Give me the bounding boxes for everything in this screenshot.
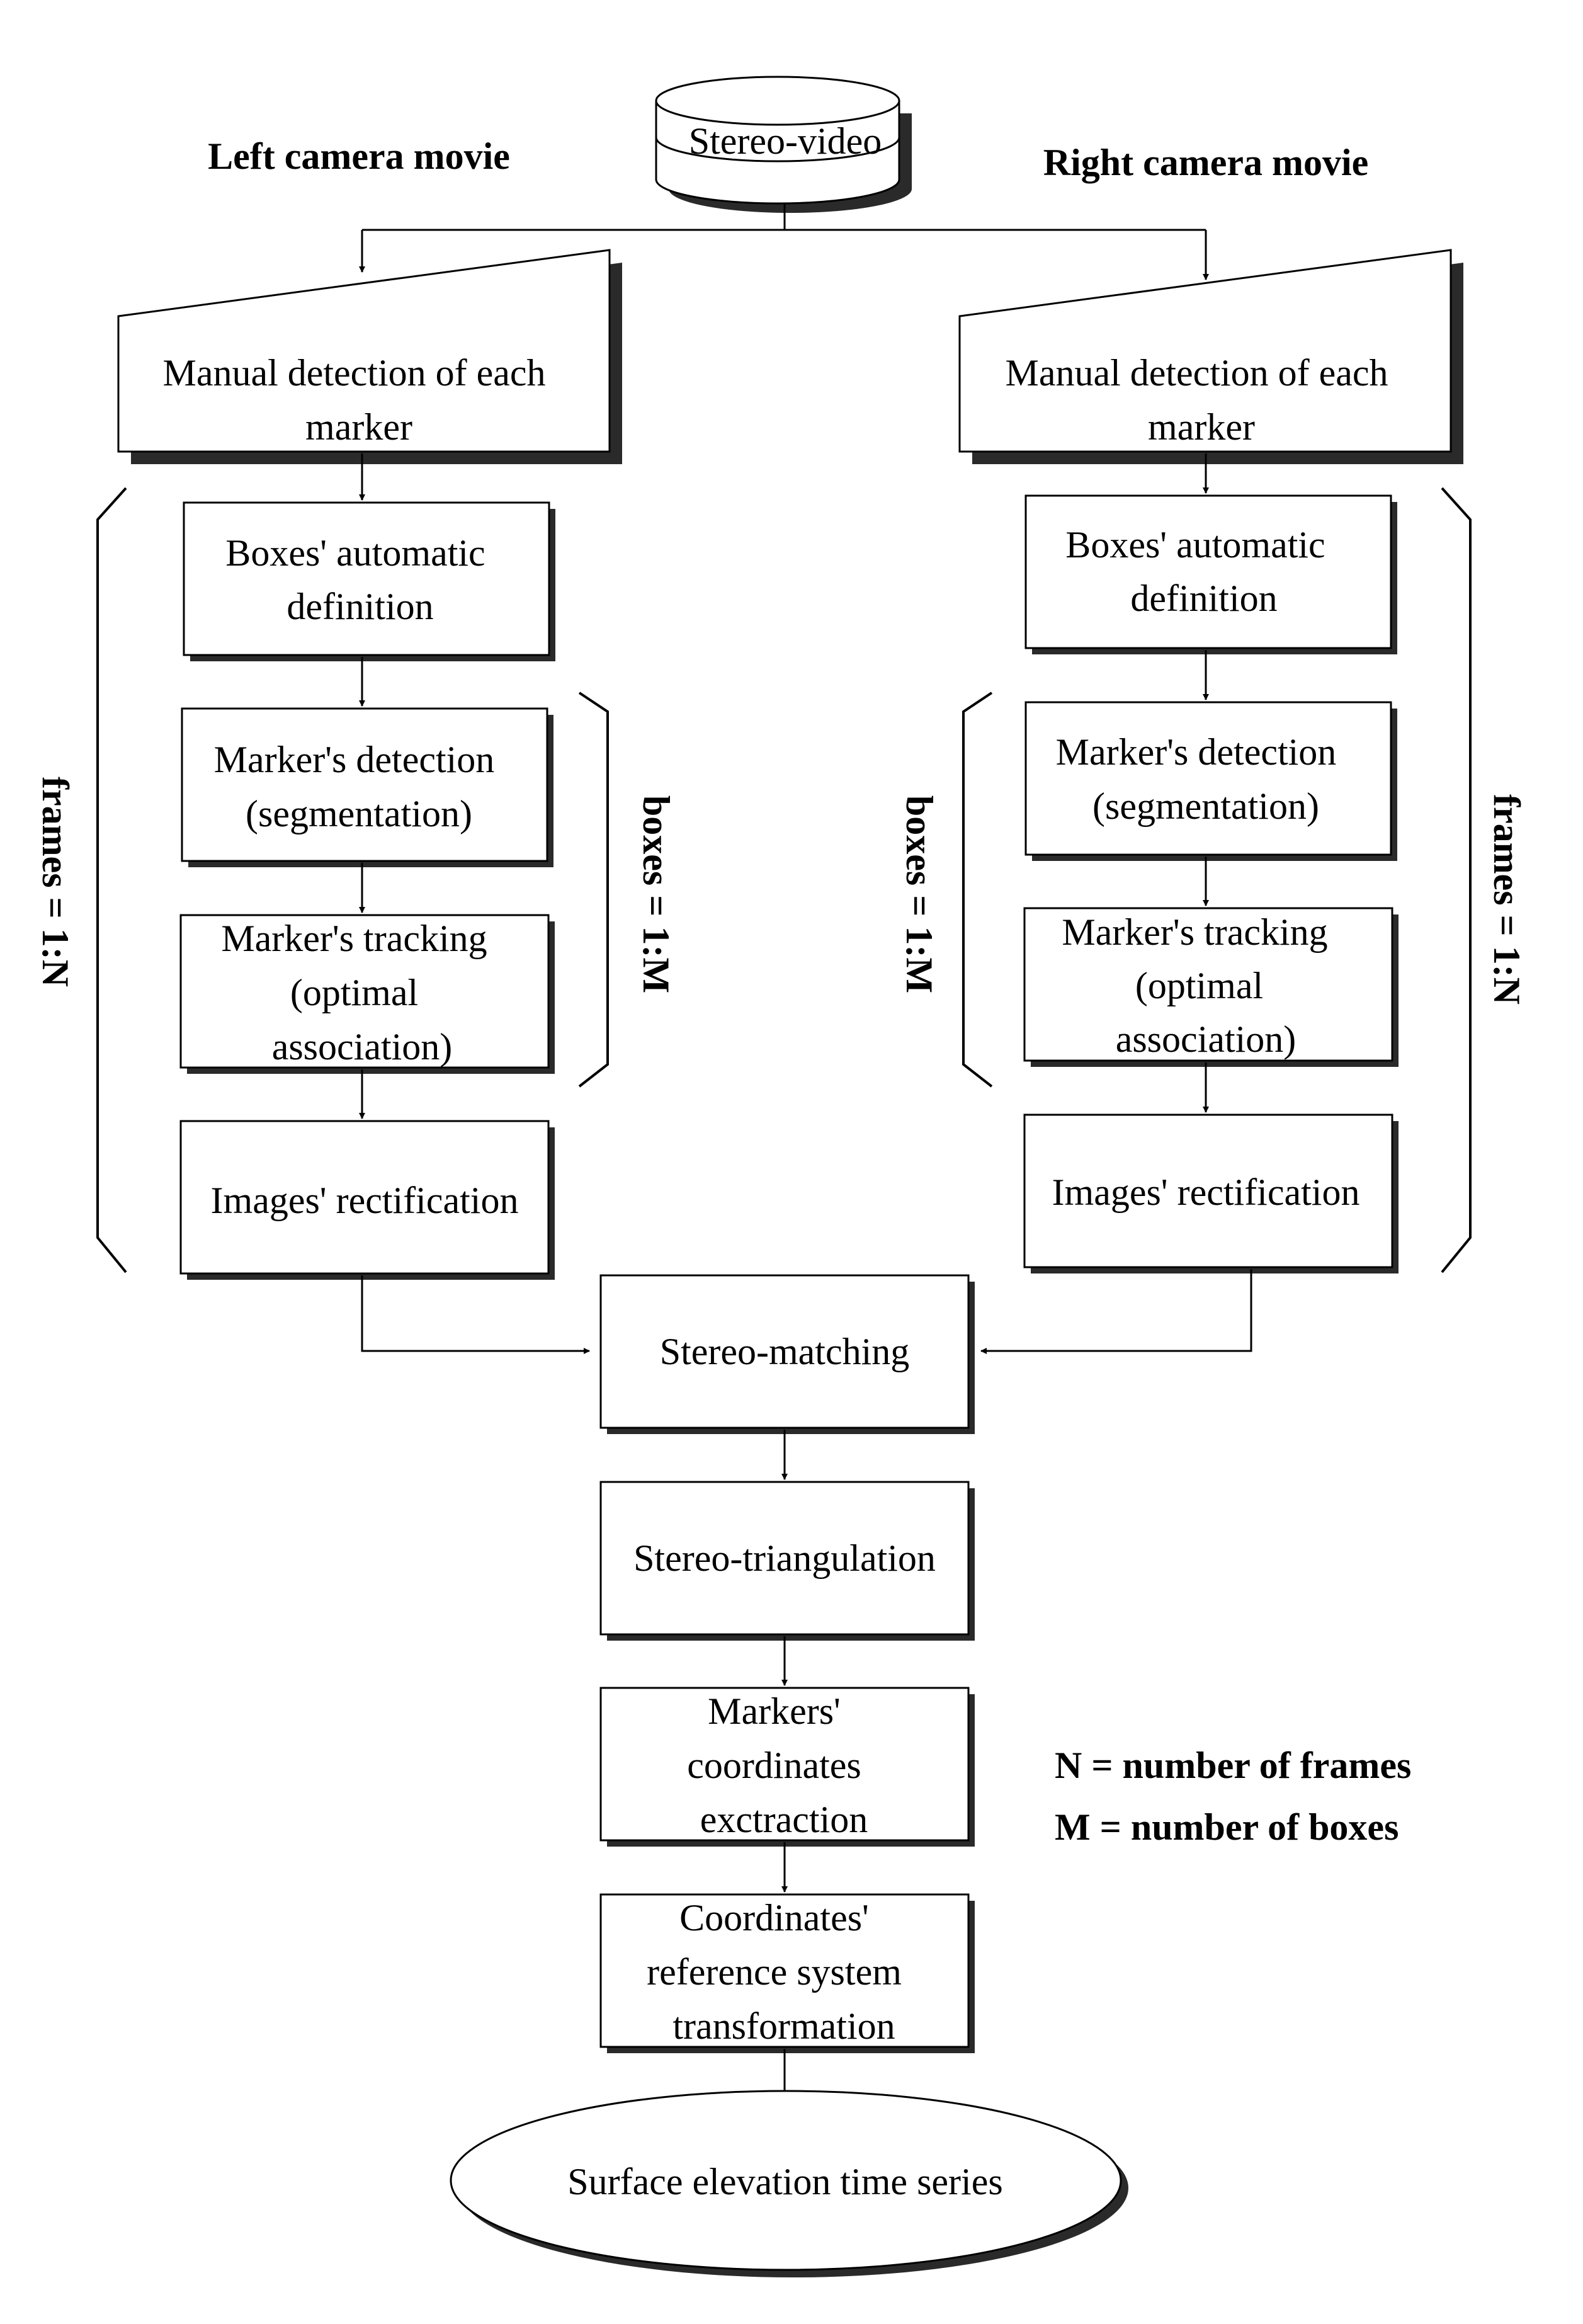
merge-connectors [361,1269,1252,1354]
stereo-triangulation-box: Stereo-triangulation [599,1481,975,1641]
split-connector [359,203,1209,280]
surface-elevation-output: Surface elevation time series [450,2090,1128,2277]
right-marker-detection-box: Marker's detection (segmentation) [1024,701,1397,861]
stereo-video-database: Stereo-video [655,76,912,213]
left-frames-label: frames = 1:N [35,777,76,987]
left-frames-brace [96,487,127,1273]
left-marker-tracking-box: Marker's tracking (optimal association) [179,914,555,1074]
left-manual-detection-text: Manual detection of each marker [162,352,555,448]
left-marker-detection-text: Marker's detection (segmentation) [214,739,504,834]
left-camera-header: Left camera movie [208,135,510,177]
stereo-video-label: Stereo-video [689,120,882,162]
right-marker-tracking-box: Marker's tracking (optimal association) [1023,907,1399,1067]
coordinates-extraction-box: Markers' coordinates exctraction [599,1687,975,1847]
left-boxes-label: boxes = 1:M [635,795,677,993]
right-boxes-definition-text: Boxes' automatic definition [1065,524,1334,619]
left-marker-tracking-text: Marker's tracking (optimal association) [221,918,496,1068]
right-frames-brace [1441,487,1472,1273]
right-boxes-brace [962,692,993,1088]
right-boxes-definition-box: Boxes' automatic definition [1024,494,1397,654]
left-boxes-definition-box: Boxes' automatic definition [183,501,555,661]
right-camera-header: Right camera movie [1043,142,1369,183]
right-manual-detection-text: Manual detection of each marker [1005,352,1397,448]
right-marker-detection-text: Marker's detection (segmentation) [1056,731,1346,827]
stereo-matching-box: Stereo-matching [599,1274,975,1434]
right-frames-label: frames = 1:N [1486,794,1528,1005]
legend-n-definition: N = number of frames [1055,1745,1411,1786]
stereo-triangulation-text: Stereo-triangulation [633,1537,936,1579]
left-boxes-brace [578,692,609,1088]
left-manual-detection-box: Manual detection of each marker [117,249,622,464]
coordinates-extraction-text: Markers' coordinates exctraction [687,1690,871,1840]
legend-m-definition: M = number of boxes [1055,1806,1399,1848]
left-marker-detection-box: Marker's detection (segmentation) [181,707,553,867]
stereo-matching-text: Stereo-matching [660,1331,910,1372]
right-rectification-text: Images' rectification [1052,1171,1360,1213]
right-rectification-box: Images' rectification [1023,1114,1399,1273]
left-rectification-text: Images' rectification [211,1180,519,1221]
reference-transformation-box: Coordinates' reference system transforma… [599,1893,975,2053]
left-rectification-box: Images' rectification [179,1120,555,1280]
surface-elevation-text: Surface elevation time series [567,2161,1002,2202]
right-marker-tracking-text: Marker's tracking (optimal association) [1062,911,1337,1060]
reference-transformation-text: Coordinates' reference system transforma… [647,1897,911,2047]
left-boxes-definition-text: Boxes' automatic definition [225,532,494,627]
right-manual-detection-box: Manual detection of each marker [958,249,1463,464]
right-boxes-label: boxes = 1:M [899,795,940,993]
